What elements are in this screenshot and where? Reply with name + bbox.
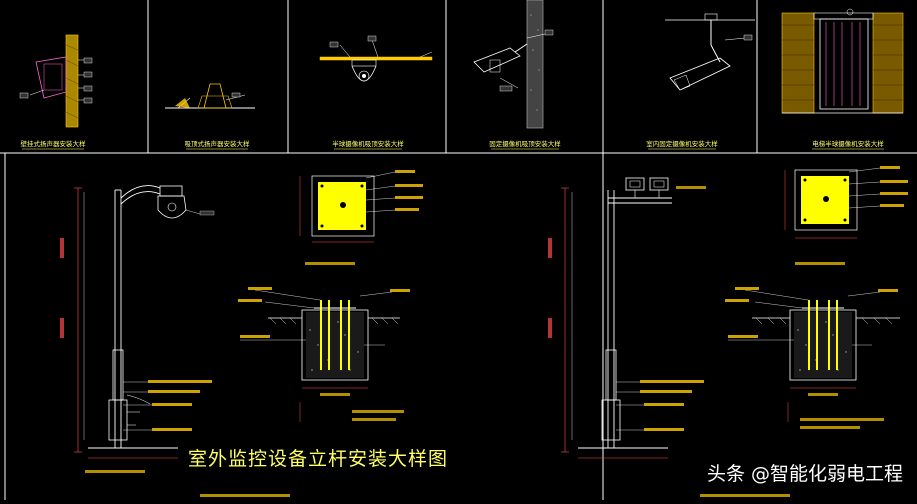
detail-wall-speaker [19, 34, 93, 128]
base-plate-right [784, 166, 908, 265]
caption-dome-camera: 半球摄像机吸顶安装大样 [332, 139, 404, 148]
detail-indoor-camera [665, 13, 755, 91]
foundation-right [725, 287, 900, 429]
pole-right [548, 177, 706, 459]
detail-dome-camera [319, 35, 433, 82]
pole-left [60, 185, 215, 473]
main-drawing-title: 室外监控设备立杆安装大样图 [188, 448, 449, 470]
detail-ceiling-speaker [165, 83, 255, 109]
caption-indoor-camera: 室内固定摄像机安装大样 [646, 139, 718, 148]
foundation-left [238, 287, 410, 422]
detail-elevator-camera [781, 8, 904, 114]
caption-fixed-camera: 固定摄像机吸顶安装大样 [489, 139, 561, 148]
watermark-text: 头条 @智能化弱电工程 [706, 463, 903, 485]
caption-elevator-camera: 电梯半球摄像机安装大样 [812, 139, 884, 148]
base-plate-left [299, 170, 423, 265]
detail-fixed-camera-wall [473, 0, 554, 129]
caption-wall-speaker: 壁挂式扬声器安装大样 [21, 139, 87, 148]
top-captions: 壁挂式扬声器安装大样 吸顶式扬声器安装大样 半球摄像机吸顶安装大样 固定摄像机吸… [21, 139, 884, 150]
caption-ceiling-speaker: 吸顶式扬声器安装大样 [185, 139, 251, 148]
